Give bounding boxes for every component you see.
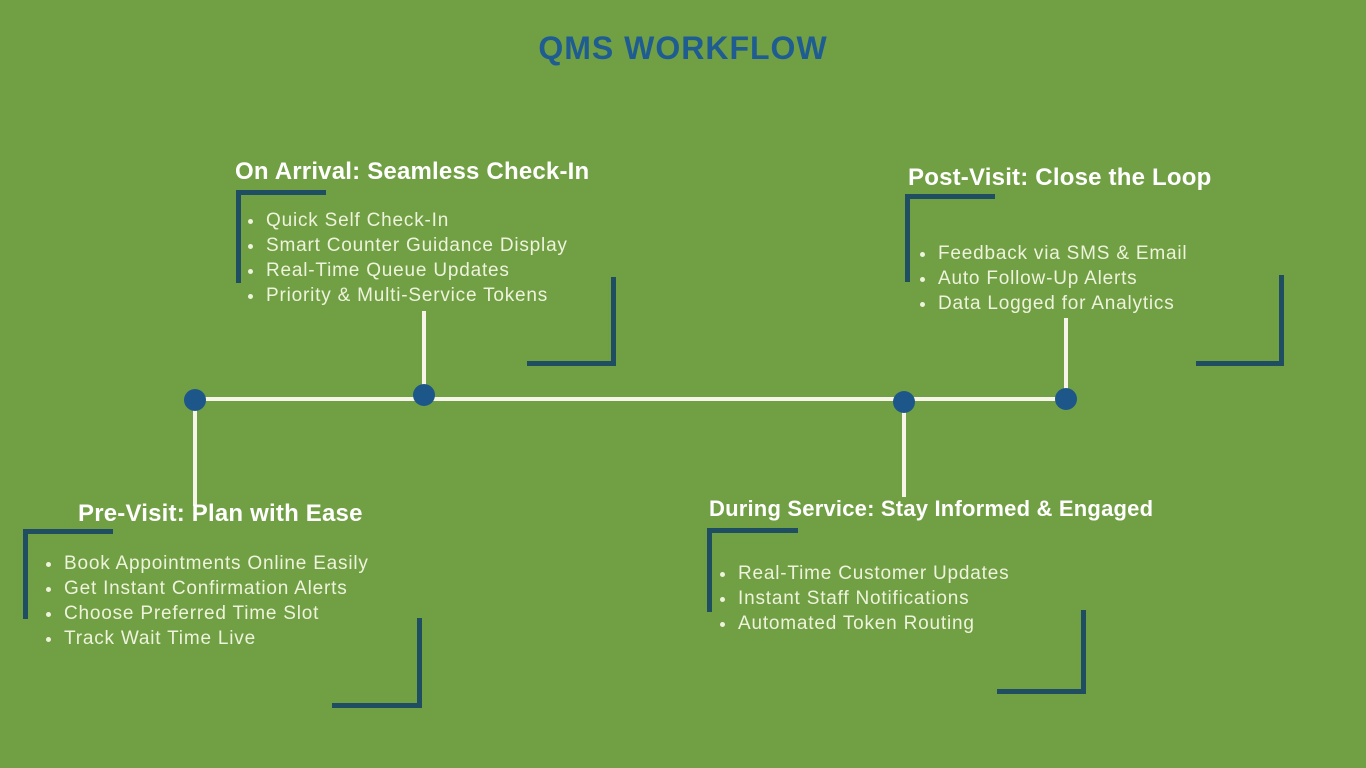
bullet-item: Feedback via SMS & Email <box>912 241 1187 266</box>
bullet-item: Data Logged for Analytics <box>912 291 1187 316</box>
bullet-item: Smart Counter Guidance Display <box>240 233 568 258</box>
bullet-item: Real-Time Customer Updates <box>712 561 1009 586</box>
connector-pre-visit <box>193 400 197 506</box>
bullet-item: Book Appointments Online Easily <box>38 551 369 576</box>
timeline-node-3 <box>893 391 915 413</box>
bracket-top-left-during-service <box>707 528 798 612</box>
bullet-item: Priority & Multi-Service Tokens <box>240 283 568 308</box>
bullet-item: Quick Self Check-In <box>240 208 568 233</box>
timeline-node-1 <box>184 389 206 411</box>
bullet-list-on-arrival: Quick Self Check-In Smart Counter Guidan… <box>240 208 568 308</box>
bracket-top-left-post-visit <box>905 194 995 282</box>
section-heading-during-service: During Service: Stay Informed & Engaged <box>709 496 1154 521</box>
connector-during-service <box>902 402 906 497</box>
timeline-line <box>193 397 1068 401</box>
section-heading-on-arrival: On Arrival: Seamless Check-In <box>235 158 590 185</box>
connector-post-visit <box>1064 318 1068 401</box>
bullet-list-post-visit: Feedback via SMS & Email Auto Follow-Up … <box>912 241 1187 316</box>
bullet-item: Track Wait Time Live <box>38 626 369 651</box>
bullet-item: Instant Staff Notifications <box>712 586 1009 611</box>
bracket-bottom-right-on-arrival <box>527 277 616 366</box>
bullet-item: Automated Token Routing <box>712 611 1009 636</box>
bullet-item: Auto Follow-Up Alerts <box>912 266 1187 291</box>
bracket-bottom-right-post-visit <box>1196 275 1284 366</box>
section-heading-post-visit: Post-Visit: Close the Loop <box>908 164 1212 191</box>
section-heading-pre-visit: Pre-Visit: Plan with Ease <box>78 500 363 527</box>
bullet-list-pre-visit: Book Appointments Online Easily Get Inst… <box>38 551 369 651</box>
bracket-bottom-right-pre-visit <box>332 618 422 708</box>
timeline-node-4 <box>1055 388 1077 410</box>
bracket-bottom-right-during-service <box>997 610 1086 694</box>
bracket-top-left-on-arrival <box>236 190 326 283</box>
bullet-list-during-service: Real-Time Customer Updates Instant Staff… <box>712 561 1009 636</box>
bracket-top-left-pre-visit <box>23 529 113 619</box>
connector-on-arrival <box>422 311 426 397</box>
bullet-item: Get Instant Confirmation Alerts <box>38 576 369 601</box>
timeline-node-2 <box>413 384 435 406</box>
bullet-item: Real-Time Queue Updates <box>240 258 568 283</box>
diagram-title: QMS WORKFLOW <box>538 30 828 66</box>
bullet-item: Choose Preferred Time Slot <box>38 601 369 626</box>
